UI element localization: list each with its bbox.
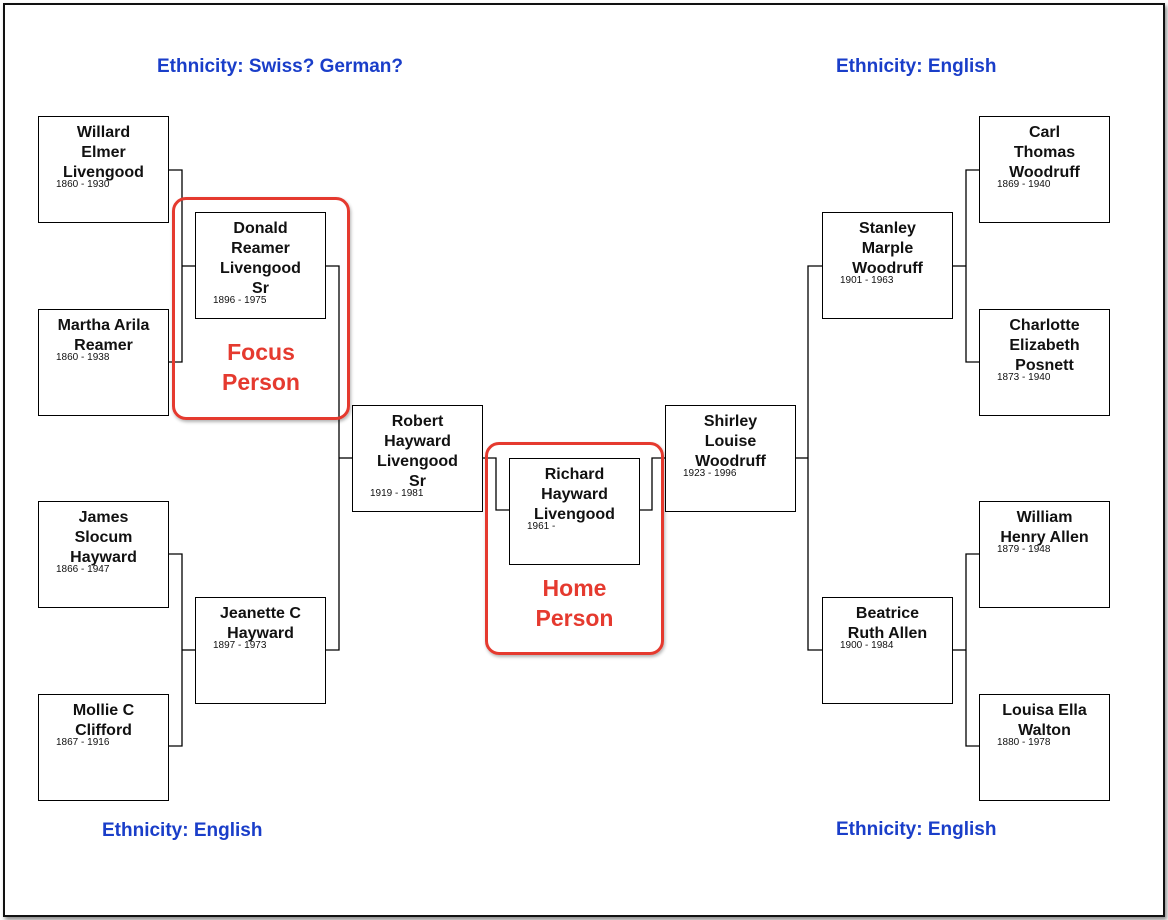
person-dates: 1880 - 1978 [997, 737, 1051, 748]
person-dates: 1897 - 1973 [213, 640, 267, 651]
person-card-carl[interactable]: Carl Thomas Woodruff 1869 - 1940 [979, 116, 1110, 223]
ethnicity-bottom-right: Ethnicity: English [836, 819, 997, 840]
ethnicity-bottom-left: Ethnicity: English [102, 820, 263, 841]
person-dates: 1867 - 1916 [56, 737, 110, 748]
person-dates: 1879 - 1948 [997, 544, 1051, 555]
connector-william-louisa [965, 553, 980, 747]
person-name: Jeanette C Hayward [220, 605, 301, 642]
home-person-highlight [485, 442, 664, 655]
person-dates: 1900 - 1984 [840, 640, 894, 651]
person-name: Willard Elmer Livengood [63, 124, 144, 181]
connector-james-mollie [168, 553, 183, 747]
person-name: Shirley Louise Woodruff [695, 413, 766, 470]
person-card-willard[interactable]: Willard Elmer Livengood 1860 - 1930 [38, 116, 169, 223]
person-dates: 1919 - 1981 [370, 488, 424, 499]
person-name: William Henry Allen [1000, 509, 1089, 546]
person-name: Charlotte Elizabeth Posnett [1009, 317, 1080, 374]
person-name: Mollie C Clifford [72, 702, 135, 739]
home-person-label: Home Person [535, 575, 614, 631]
person-card-charlotte[interactable]: Charlotte Elizabeth Posnett 1873 - 1940 [979, 309, 1110, 416]
person-card-martha[interactable]: Martha Arila Reamer 1860 - 1938 [38, 309, 169, 416]
person-card-stanley[interactable]: Stanley Marple Woodruff 1901 - 1963 [822, 212, 953, 319]
person-dates: 1901 - 1963 [840, 275, 894, 286]
focus-person-label: Focus Person [222, 339, 300, 395]
person-card-richard[interactable]: Richard Hayward Livengood 1961 - [509, 458, 640, 565]
ethnicity-top-right: Ethnicity: English [836, 56, 997, 77]
person-card-mollie[interactable]: Mollie C Clifford 1867 - 1916 [38, 694, 169, 801]
connector-carl-charlotte [965, 169, 980, 363]
focus-person-highlight [172, 197, 350, 420]
person-name: Robert Hayward Livengood Sr [377, 413, 458, 490]
person-name: Richard Hayward Livengood [534, 466, 615, 523]
person-dates: 1869 - 1940 [997, 179, 1051, 190]
ethnicity-top-left: Ethnicity: Swiss? German? [157, 56, 403, 77]
person-card-beatrice[interactable]: Beatrice Ruth Allen 1900 - 1984 [822, 597, 953, 704]
person-dates: 1896 - 1975 [213, 295, 267, 306]
person-card-shirley[interactable]: Shirley Louise Woodruff 1923 - 1996 [665, 405, 796, 512]
person-name: Stanley Marple Woodruff [852, 220, 923, 277]
person-dates: 1860 - 1938 [56, 352, 110, 363]
person-card-james[interactable]: James Slocum Hayward 1866 - 1947 [38, 501, 169, 608]
connector-shirley-richard [638, 457, 666, 511]
person-name: Donald Reamer Livengood Sr [220, 220, 301, 297]
person-name: Martha Arila Reamer [57, 317, 150, 354]
person-card-william[interactable]: William Henry Allen 1879 - 1948 [979, 501, 1110, 608]
person-dates: 1923 - 1996 [683, 468, 737, 479]
person-card-robert[interactable]: Robert Hayward Livengood Sr 1919 - 1981 [352, 405, 483, 512]
person-dates: 1961 - [527, 521, 556, 532]
person-dates: 1866 - 1947 [56, 564, 110, 575]
person-name: Louisa Ella Walton [1002, 702, 1087, 739]
person-card-jeanette[interactable]: Jeanette C Hayward 1897 - 1973 [195, 597, 326, 704]
person-name: Carl Thomas Woodruff [1009, 124, 1080, 181]
person-name: James Slocum Hayward [70, 509, 137, 566]
person-card-donald[interactable]: Donald Reamer Livengood Sr 1896 - 1975 [195, 212, 326, 319]
connector-stanley-beatrice [807, 265, 822, 651]
connector-robert-richard [482, 457, 510, 511]
person-card-louisa[interactable]: Louisa Ella Walton 1880 - 1978 [979, 694, 1110, 801]
person-name: Beatrice Ruth Allen [847, 605, 928, 642]
person-dates: 1860 - 1930 [56, 179, 110, 190]
person-dates: 1873 - 1940 [997, 372, 1051, 383]
